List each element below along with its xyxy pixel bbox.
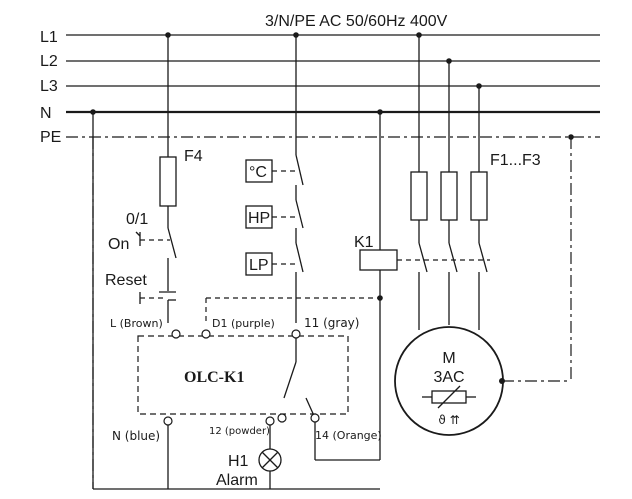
- motor-type-label: 3AC: [433, 369, 464, 386]
- terminal-l-label: L (Brown): [110, 317, 163, 330]
- sensor-lp-label: LP: [249, 257, 269, 274]
- terminal-d1: [201, 329, 211, 339]
- line-label-n: N: [40, 105, 52, 122]
- sensor-contact: [295, 154, 304, 186]
- fuse-f4: [159, 156, 177, 207]
- fuse-f4-label: F4: [184, 148, 203, 165]
- controller-olc-k1: [137, 335, 349, 415]
- sensor-hp-label: HP: [248, 210, 270, 227]
- terminal-11-label: 11 (gray): [304, 316, 359, 330]
- terminal-11: [291, 329, 301, 339]
- switch-on-contact: [167, 227, 177, 259]
- contactor-k1-label: K1: [354, 234, 374, 251]
- thermistor-slash: [437, 385, 461, 409]
- fuse-f1-f3-label: F1...F3: [490, 152, 541, 169]
- terminal-12-label: 12 (powder): [209, 426, 270, 437]
- fuse-f1: [410, 171, 428, 221]
- sensor-temperature-label: °C: [249, 164, 267, 181]
- alarm-label: H1: [228, 453, 249, 470]
- line-label-l2: L2: [40, 53, 58, 70]
- switch-reset-label: Reset: [105, 272, 147, 289]
- k1-contact: [448, 242, 458, 273]
- contactor-k1-coil: [359, 249, 398, 271]
- switch-on-off-label: 0/1: [126, 211, 148, 228]
- line-label-l3: L3: [40, 78, 58, 95]
- switch-on-handle: [135, 231, 141, 237]
- line-label-pe: PE: [40, 129, 61, 146]
- terminal-l: [171, 329, 181, 339]
- terminal-14-label: 14 (Orange): [315, 429, 382, 442]
- sensor-contact: [295, 242, 304, 273]
- controller-name: OLC-K1: [184, 369, 244, 386]
- relay-contact: [283, 361, 297, 399]
- terminal-n-label: N (blue): [112, 429, 160, 443]
- alarm-lamp-cross: [261, 451, 279, 469]
- alarm-caption: Alarm: [216, 472, 258, 489]
- fuse-f2: [440, 171, 458, 221]
- k1-contact: [478, 242, 488, 273]
- motor-symbols: ϑ ⇈: [438, 413, 459, 427]
- terminal-12: [265, 416, 275, 426]
- terminal-12b: [277, 413, 287, 423]
- switch-on-label: On: [108, 236, 129, 253]
- sensor-contact: [295, 199, 304, 229]
- terminal-n: [163, 416, 173, 426]
- terminal-d1-label: D1 (purple): [212, 317, 275, 330]
- motor-label: M: [442, 350, 455, 367]
- fuse-f3: [470, 171, 488, 221]
- k1-contact: [418, 242, 428, 273]
- supply-label: 3/N/PE AC 50/60Hz 400V: [265, 13, 448, 30]
- line-label-l1: L1: [40, 29, 58, 46]
- terminal-14: [310, 413, 320, 423]
